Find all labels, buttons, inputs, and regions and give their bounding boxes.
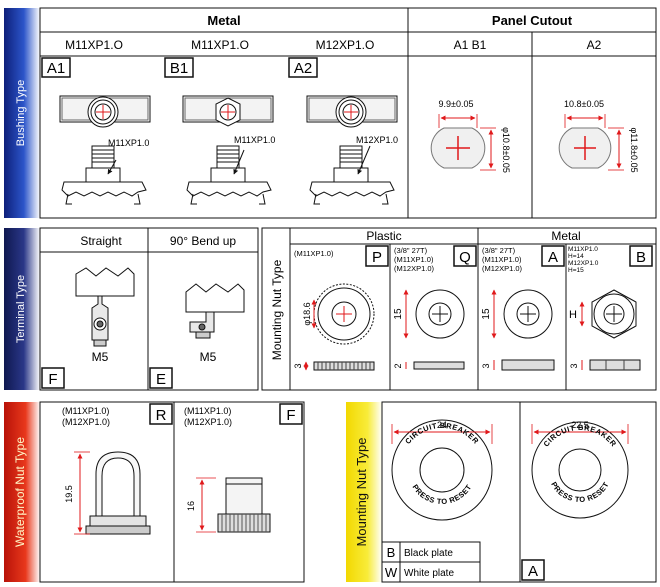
terminal-code-f: F [48,371,57,388]
plate-section: Mounting Nut Type 24 CIRCUIT BREAKER PRE… [346,401,657,583]
model-label-3: M12XP1.O [316,38,375,52]
nut-q-drawing [403,289,465,370]
waterproof-f-spec-1: (M11XP1.0) [184,406,231,416]
terminal-bend-drawing [185,283,245,339]
waterproof-r-code: R [156,407,167,424]
mounting-nut-side-label: Mounting Nut Type [270,259,284,360]
waterproof-section: Waterproof Nut Type (M11XP1.0) (M12XP1.0… [4,401,305,583]
code-a2: A2 [294,60,312,77]
legend-w-code: W [385,565,398,580]
nut-a-code: A [548,249,558,266]
callout-a2: M12XP1.0 [356,135,398,145]
nut-q-code: Q [459,249,471,266]
nut-a-spec-1: (3/8" 27T) [482,246,516,255]
terminal-bend-label: 90° Bend up [170,234,237,248]
terminal-screw-bend: M5 [200,350,217,364]
header-metal-nut: Metal [551,229,580,243]
callout-a1: M11XP1.0 [108,138,149,148]
header-panel-cutout: Panel Cutout [492,13,573,28]
plate-a-code: A [528,563,538,580]
mounting-nut-section: Mounting Nut Type Plastic Metal (M11XP1.… [261,227,657,391]
plate-bw-dimension: 24 [437,420,447,430]
nut-p-code: P [372,249,382,266]
nut-b-spec-3: M12XP1.0 [568,260,599,267]
legend-w-label: White plate [404,568,454,579]
header-metal: Metal [207,13,240,28]
header-plastic: Plastic [366,229,401,243]
plate-a-drawing [531,421,629,519]
waterproof-r-height: 19.5 [64,485,74,503]
code-b1: B1 [170,60,188,77]
terminal-straight-drawing [75,267,135,347]
cutout-height-a2: φ11.8±0.05 [629,127,639,172]
nut-b-spec-4: H=15 [568,267,584,274]
plate-a-dimension: 22.5 [571,420,589,430]
cutout-width-a2: 10.8±0.05 [564,99,604,109]
bushing-side-band [4,8,40,218]
terminal-side-label: Terminal Type [15,275,27,343]
waterproof-r-spec-1: (M11XP1.0) [62,406,109,416]
waterproof-f-spec-2: (M12XP1.0) [184,417,232,427]
nut-p-spec: (M11XP1.0) [294,249,334,258]
bushing-drawing-a1 [59,95,151,205]
nut-a-drawing [491,289,555,371]
plate-side-label: Mounting Nut Type [354,438,369,547]
waterproof-f-drawing [196,477,271,533]
bushing-side-label: Bushing Type [15,80,27,146]
legend-b-code: B [387,545,396,560]
waterproof-f-code: F [286,407,295,424]
cutout-height-a1b1: φ10.8±0.05 [501,127,511,173]
nut-b-spec-1: M11XP1.0 [568,246,598,253]
waterproof-side-label: Waterproof Nut Type [13,437,27,547]
waterproof-side-band [4,402,40,582]
nut-p-drawing [303,283,375,371]
nut-a-spec-2: (M11XP1.0) [482,255,522,264]
panel-cutout-a2 [558,114,624,171]
waterproof-r-spec-2: (M12XP1.0) [62,417,110,427]
legend-b-label: Black plate [404,548,453,559]
code-a1: A1 [47,60,65,77]
nut-q-spec-3: (M12XP1.0) [394,264,435,273]
model-label-2: M11XP1.O [191,38,249,52]
nut-b-thickness: 3 [569,363,579,368]
waterproof-f-height: 16 [186,501,196,511]
model-label-1: M11XP1.O [65,38,123,52]
cutout-label-a1b1: A1 B1 [454,38,487,52]
nut-b-diameter: H [569,309,577,321]
bushing-drawing-a2 [306,95,398,205]
callout-b1: M11XP1.0 [234,135,275,145]
nut-b-drawing [579,289,641,371]
plate-side-band [346,402,382,582]
nut-p-diameter: φ18.6 [302,302,312,325]
terminal-side-band [4,228,40,390]
bushing-drawing-b1 [182,95,274,205]
panel-cutout-a1b1 [430,114,496,171]
terminal-section: Terminal Type Straight 90° Bend up M5 F … [4,227,259,391]
nut-b-spec-2: H=14 [568,253,584,260]
nut-p-thickness: 3 [293,363,303,368]
terminal-screw-straight: M5 [92,350,109,364]
terminal-code-e: E [156,371,166,388]
bushing-section: Bushing Type Metal Panel Cutout M11XP1.O… [4,7,657,219]
nut-q-thickness: 2 [393,363,403,368]
plate-bw-drawing [391,419,493,521]
nut-a-thickness: 3 [481,363,491,368]
nut-q-spec-2: (M11XP1.0) [394,255,434,264]
nut-q-spec-1: (3/8" 27T) [394,246,428,255]
waterproof-r-drawing [74,451,151,535]
nut-q-diameter: 15 [393,308,404,320]
terminal-straight-label: Straight [80,234,122,248]
cutout-width-a1b1: 9.9±0.05 [439,99,474,109]
nut-b-code: B [636,249,646,266]
cutout-label-a2: A2 [587,38,602,52]
nut-a-diameter: 15 [481,308,492,320]
nut-a-spec-3: (M12XP1.0) [482,264,523,273]
